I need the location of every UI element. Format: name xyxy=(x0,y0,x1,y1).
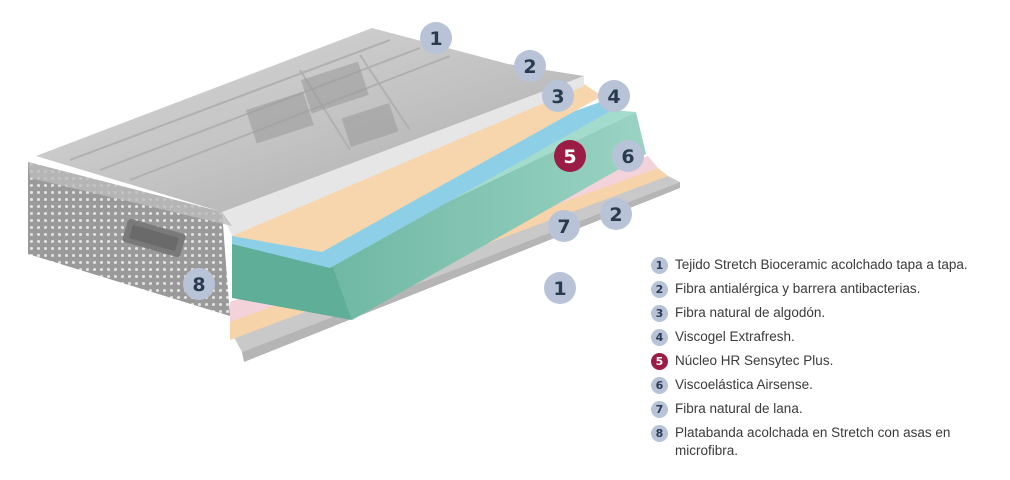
legend-badge: 4 xyxy=(651,329,668,346)
legend-badge: 1 xyxy=(651,257,668,274)
legend-item: 5 Núcleo HR Sensytec Plus. xyxy=(651,352,996,370)
legend-badge-accent: 5 xyxy=(651,353,668,370)
legend-text: Tejido Stretch Bioceramic acolchado tapa… xyxy=(675,257,968,272)
legend-text: Fibra antialérgica y barrera antibacteri… xyxy=(675,281,921,296)
legend-badge: 6 xyxy=(651,377,668,394)
marker-4: 4 xyxy=(598,80,630,112)
legend-badge: 3 xyxy=(651,305,668,322)
marker-6: 6 xyxy=(612,140,644,172)
marker-7: 7 xyxy=(548,210,580,242)
legend-text: Viscogel Extrafresh. xyxy=(675,329,795,344)
legend-text: Núcleo HR Sensytec Plus. xyxy=(675,353,834,368)
layer-upper-sheet xyxy=(222,76,584,236)
legend-badge: 8 xyxy=(651,425,668,442)
legend-item: 6 Viscoelástica Airsense. xyxy=(651,376,996,394)
legend-item: 8 Platabanda acolchada en Stretch con as… xyxy=(651,424,996,460)
legend-text: Viscoelástica Airsense. xyxy=(675,377,813,392)
marker-2-top: 2 xyxy=(514,50,546,82)
legend-text: Fibra natural de lana. xyxy=(675,401,803,416)
legend-text: Fibra natural de algodón. xyxy=(675,305,826,320)
marker-1-bottom: 1 xyxy=(544,272,576,304)
svg-text:1: 1 xyxy=(553,278,566,300)
svg-text:6: 6 xyxy=(621,146,634,168)
svg-text:2: 2 xyxy=(523,56,536,78)
marker-5: 5 xyxy=(554,140,586,172)
legend-item: 4 Viscogel Extrafresh. xyxy=(651,328,996,346)
legend-item: 7 Fibra natural de lana. xyxy=(651,400,996,418)
legend-item: 3 Fibra natural de algodón. xyxy=(651,304,996,322)
legend-badge: 2 xyxy=(651,281,668,298)
marker-8: 8 xyxy=(183,268,215,300)
svg-text:2: 2 xyxy=(609,204,622,226)
legend-badge: 7 xyxy=(651,401,668,418)
marker-1-top: 1 xyxy=(420,22,452,54)
marker-2-bottom: 2 xyxy=(600,198,632,230)
top-quilting xyxy=(69,39,451,181)
svg-text:8: 8 xyxy=(192,274,205,296)
svg-text:4: 4 xyxy=(607,86,620,108)
svg-text:5: 5 xyxy=(563,146,576,168)
legend-text: Platabanda acolchada en Stretch con asas… xyxy=(675,425,951,458)
legend: 1 Tejido Stretch Bioceramic acolchado ta… xyxy=(651,256,996,466)
marker-3: 3 xyxy=(542,80,574,112)
svg-text:7: 7 xyxy=(557,216,570,238)
svg-text:1: 1 xyxy=(429,28,442,50)
layer-cotton xyxy=(232,84,602,252)
svg-text:3: 3 xyxy=(551,86,564,108)
legend-item: 1 Tejido Stretch Bioceramic acolchado ta… xyxy=(651,256,996,274)
legend-item: 2 Fibra antialérgica y barrera antibacte… xyxy=(651,280,996,298)
